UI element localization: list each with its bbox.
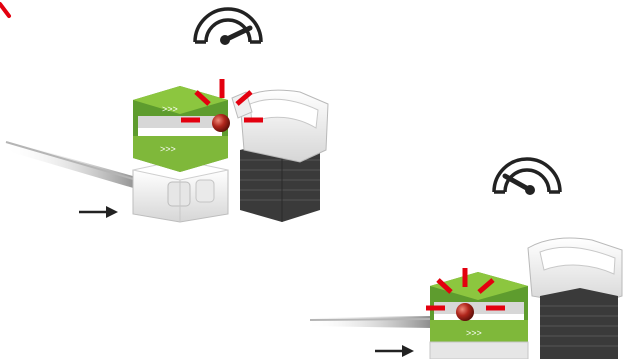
upper-assembly: >>> >>> xyxy=(4,79,328,222)
direction-arrow-icon xyxy=(79,206,118,218)
ball-icon xyxy=(456,303,474,321)
dark-stack-block xyxy=(540,288,618,359)
speedometer-icon xyxy=(195,9,261,45)
direction-arrow-icon xyxy=(375,345,414,357)
lower-assembly: >>> xyxy=(305,238,622,359)
green-hex-block: >>> >>> xyxy=(133,86,228,172)
ball-icon xyxy=(212,114,230,132)
chevrons: >>> xyxy=(162,104,178,114)
corner-mark xyxy=(0,4,9,16)
rail xyxy=(305,316,432,328)
chevrons: >>> xyxy=(466,328,482,338)
speedometer-icon xyxy=(494,159,560,195)
chevrons: >>> xyxy=(160,144,176,154)
